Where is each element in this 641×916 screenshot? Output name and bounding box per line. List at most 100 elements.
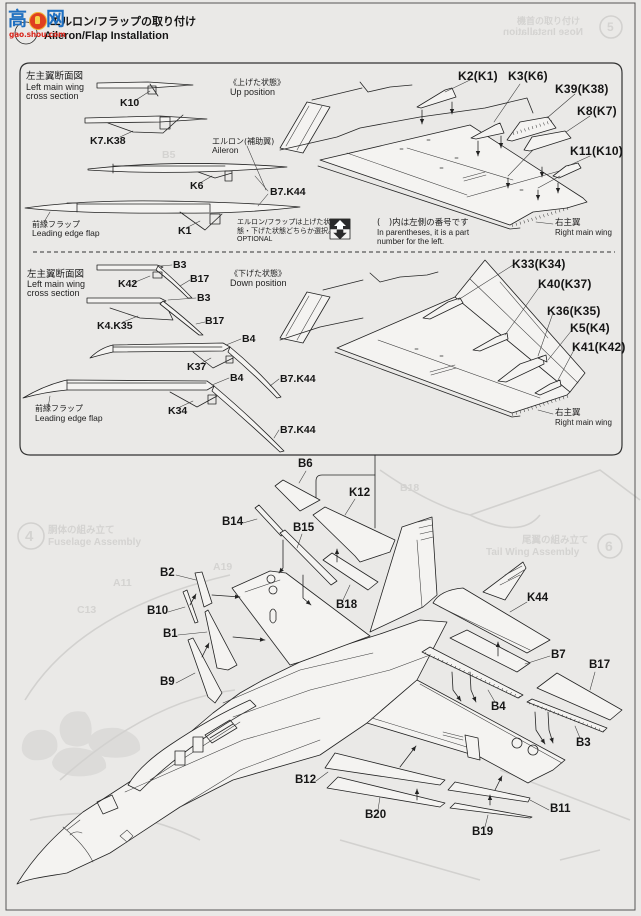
part-b1 — [204, 609, 238, 671]
arrow-b12-head — [411, 746, 416, 752]
wing-part-k8 — [523, 130, 572, 152]
mounting-pin-arrow-head — [555, 188, 561, 193]
section-part-label: K37 — [187, 361, 207, 373]
down-right-wing-en: Right main wing — [555, 418, 612, 427]
arrow-b2-head — [234, 594, 240, 599]
leader-aileron — [246, 145, 267, 191]
mounting-pin-arrow-head — [535, 195, 541, 200]
panel-slot — [269, 608, 277, 624]
arrow-b4-head — [456, 695, 461, 701]
arrow-b14 — [278, 539, 284, 574]
ghost-step4-title-en: Fuselage Assembly — [48, 537, 142, 548]
leader-k7-k38 — [119, 130, 134, 138]
xsec-up-3 — [87, 163, 288, 173]
part-b20 — [326, 776, 446, 808]
xsec-down-4-flap — [211, 385, 285, 453]
up-leading-edge-flap-en: Leading edge flap — [32, 228, 100, 238]
up-wing-root — [279, 97, 534, 151]
wing-part-label: K8(K7) — [577, 104, 617, 118]
leader-b7-k44 — [254, 175, 269, 207]
up-right-wing-ja: 右主翼 — [555, 218, 581, 228]
wing-flap-line — [371, 717, 471, 749]
wing-part-k5 — [537, 354, 548, 363]
show-through-layer — [17, 15, 641, 881]
leaders-down-4 — [47, 377, 280, 439]
assembly-part-label: B17 — [589, 659, 611, 671]
assembly-part-label: B2 — [160, 567, 175, 579]
page-title-en: Aileron/Flap Installation — [44, 30, 169, 42]
wing-part-label: K39(K38) — [555, 82, 609, 96]
ghost-step5-title-en: Nose Installation — [503, 27, 584, 38]
xsec-up-3-detail — [112, 163, 233, 182]
stabilizer-hinge — [439, 606, 531, 651]
up-cross-section-title-en1: Left main wing — [26, 82, 85, 92]
xsec-up-2 — [84, 115, 208, 124]
up-wing-surface — [319, 124, 588, 226]
xsec-down-2-flap — [159, 300, 204, 336]
mounting-pin-arrow-head — [449, 109, 455, 114]
assembly-part-label: B7 — [551, 649, 566, 661]
wing-fold-joint — [464, 734, 481, 761]
optional-note-line1: エルロン/フラップは上げた状 — [237, 218, 331, 226]
stabilizer-k44 — [432, 587, 551, 654]
up-wing-holes — [399, 139, 524, 191]
wing-part-label: K36(K35) — [547, 304, 601, 318]
ghost-step4-number: 4 — [25, 528, 34, 545]
section-part-label: B7.K44 — [280, 373, 316, 385]
arrow-b20-head — [414, 789, 420, 794]
arrow-b1-head — [259, 637, 265, 642]
ghost-blob — [52, 747, 107, 777]
main-wing — [366, 679, 566, 784]
optional-note-line2: 態・下げた状態どちらか選択。 — [237, 227, 335, 235]
part-b17 — [536, 672, 623, 721]
assembly-part-label: B18 — [336, 599, 358, 611]
ghost-outline — [339, 769, 631, 881]
down-wing-tip-rib — [511, 394, 569, 416]
ghost-blob — [21, 729, 58, 761]
down-leading-edge-flap-en: Leading edge flap — [35, 413, 103, 423]
optional-note-line3: OPTIONAL — [237, 236, 273, 243]
section-part-label: B17 — [205, 315, 225, 327]
arrow-b11-head — [497, 776, 502, 782]
section-part-label: B4 — [230, 372, 244, 384]
assembly-part-label: B12 — [295, 774, 317, 786]
down-wing-leading-edge — [334, 351, 521, 418]
ghost-label: A19 — [213, 561, 233, 573]
assembly-part-label: K12 — [349, 487, 371, 499]
leaders-down-3 — [199, 338, 280, 387]
down-cross-section-title-ja: 左主翼断面図 — [27, 269, 85, 280]
wing-part-label: K33(K34) — [512, 257, 566, 271]
assembly-part-label: B6 — [298, 458, 313, 470]
wing-slot — [442, 731, 464, 741]
leader-k10 — [135, 90, 151, 101]
part-label-k6: K6 — [190, 180, 204, 192]
ghost-step4-title-ja: 胴体の組み立て — [48, 525, 115, 536]
part-b3 — [526, 698, 608, 733]
leaders-down-2 — [122, 297, 206, 325]
up-wing-flap-line — [346, 147, 564, 198]
cockpit-seat-front — [174, 750, 186, 766]
down-intake-inner — [285, 295, 323, 341]
xsec-down-2 — [86, 297, 167, 304]
arrow-b4-head — [472, 696, 477, 702]
part-b14 — [254, 504, 286, 537]
up-fuselage-top — [311, 81, 413, 101]
tail-fin-ribs — [417, 518, 434, 541]
wing-part-k39-ribs — [512, 120, 553, 136]
ghost-label: B5 — [162, 149, 176, 161]
panel-hole-2 — [268, 585, 278, 595]
wing-part-k11 — [552, 162, 582, 179]
part-b4-ribs — [424, 651, 521, 699]
mounting-pin-arrow-head — [498, 143, 504, 148]
parentheses-note-en1: In parentheses, it is a part — [377, 228, 470, 237]
part-label-k10: K10 — [120, 97, 140, 109]
down-flap-lines — [469, 278, 579, 384]
part-b19 — [449, 802, 533, 819]
wing-circle-1 — [511, 737, 523, 749]
assembly-part-label: B15 — [293, 522, 315, 534]
wing-part-label: K2(K1) — [458, 69, 498, 83]
mounting-pin-arrow-head — [475, 151, 481, 156]
arrow-b3 — [534, 711, 546, 745]
ghost-step6-number: 6 — [605, 538, 613, 554]
